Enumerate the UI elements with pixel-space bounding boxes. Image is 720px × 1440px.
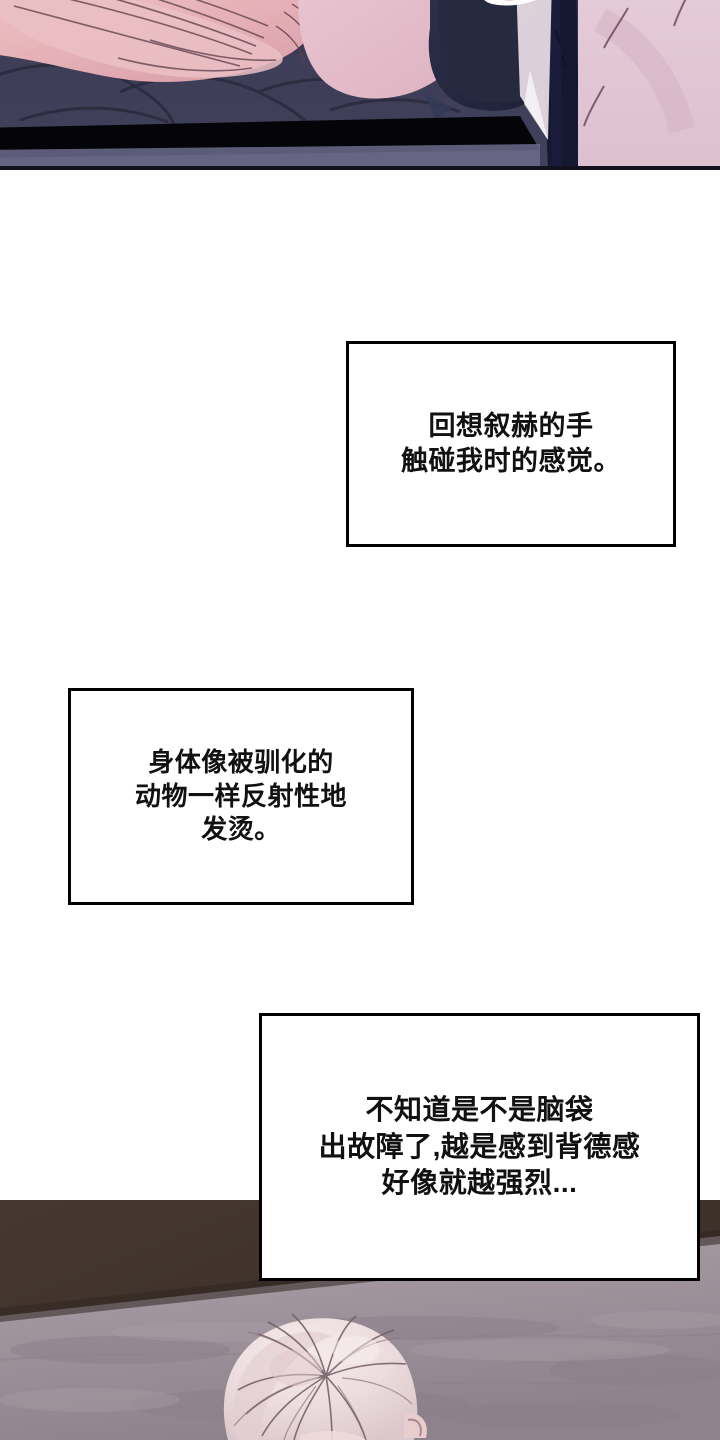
narration-text-3: 不知道是不是脑袋 出故障了,越是感到背德感 好像就越强烈... (318, 1094, 641, 1199)
comic-panel-top (0, 0, 720, 170)
character-head (223, 1313, 427, 1440)
lips-detail (484, 0, 536, 6)
narration-box-2: 身体像被驯化的 动物一样反射性地 发烫。 (68, 688, 414, 905)
narration-box-1: 回想叙赫的手 触碰我时的感觉。 (346, 341, 676, 547)
narration-box-3: 不知道是不是脑袋 出故障了,越是感到背德感 好像就越强烈... (259, 1013, 700, 1281)
narration-text-2: 身体像被驯化的 动物一样反射性地 发烫。 (134, 746, 347, 845)
panel-top-artwork (0, 0, 720, 170)
narration-text-1: 回想叙赫的手 触碰我时的感觉。 (401, 410, 621, 476)
